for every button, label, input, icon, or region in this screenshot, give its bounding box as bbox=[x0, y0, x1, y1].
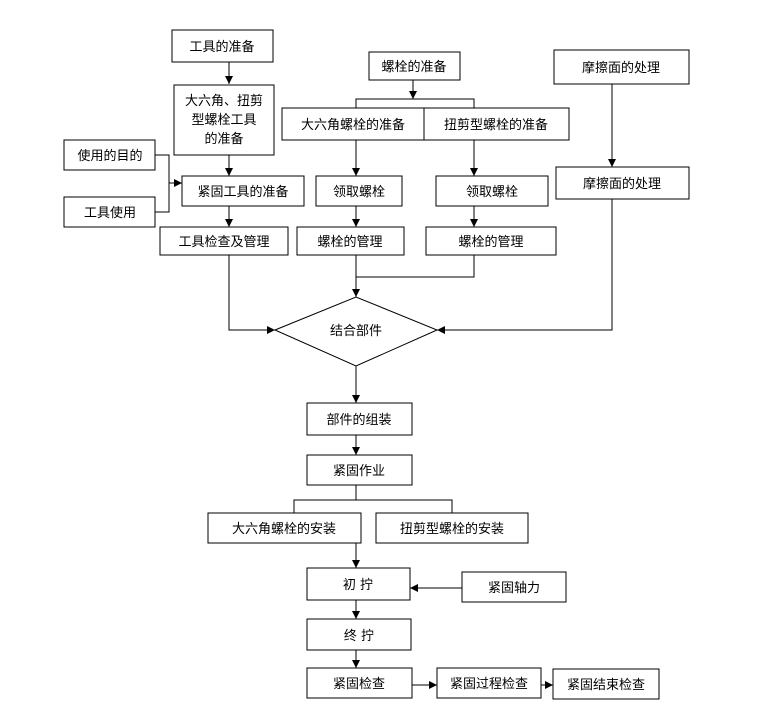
node-tool-use: 工具使用 bbox=[63, 196, 156, 228]
node-final-tighten: 终 拧 bbox=[306, 618, 412, 651]
node-receive-bolt-1: 领取螺栓 bbox=[315, 175, 403, 207]
node-label: 扭剪型螺栓的安装 bbox=[400, 521, 504, 537]
node-hex-bolt-prep: 大六角螺栓的准备 bbox=[281, 107, 425, 141]
node-tighten-axial-force: 紧固轴力 bbox=[461, 571, 567, 603]
node-tool-prep: 工具的准备 bbox=[171, 29, 274, 63]
connector-tool-use bbox=[155, 183, 170, 213]
node-label: 部件的组装 bbox=[326, 412, 391, 428]
node-label: 初 拧 bbox=[343, 578, 373, 593]
node-label: 螺栓的管理 bbox=[317, 234, 382, 250]
bolt-branch-bar bbox=[355, 98, 475, 108]
node-label: 摩擦面的处理 bbox=[583, 176, 661, 192]
node-label: 紧固作业 bbox=[333, 464, 385, 479]
node-label: 大六角螺栓的安装 bbox=[232, 521, 336, 537]
node-label: 领取螺栓 bbox=[466, 185, 518, 200]
node-label: 紧固工具的准备 bbox=[197, 184, 288, 200]
node-label: 终 拧 bbox=[344, 628, 374, 644]
node-process-check: 紧固过程检查 bbox=[436, 667, 542, 699]
node-hex-bolt-install: 大六角螺栓的安装 bbox=[207, 512, 362, 544]
node-friction-treat-1: 摩擦面的处理 bbox=[553, 49, 690, 85]
node-parts-assembly: 部件的组装 bbox=[306, 402, 413, 436]
node-label: 扭剪型螺栓的准备 bbox=[444, 117, 548, 133]
node-label: 摩擦面的处理 bbox=[582, 60, 660, 76]
connectors bbox=[155, 62, 616, 689]
node-bolt-prep: 螺栓的准备 bbox=[368, 51, 461, 81]
arrow-friction-to-joint bbox=[437, 199, 613, 334]
connector-purpose bbox=[155, 154, 170, 183]
node-label: 紧固过程检查 bbox=[450, 677, 528, 692]
install-branch-bar bbox=[293, 499, 453, 513]
node-receive-bolt-2: 领取螺栓 bbox=[435, 175, 549, 207]
node-tightening-work: 紧固作业 bbox=[306, 454, 413, 486]
node-label: 大六角螺栓的准备 bbox=[301, 117, 405, 133]
node-torshear-bolt-install: 扭剪型螺栓的安装 bbox=[375, 512, 529, 544]
node-label: 螺栓的管理 bbox=[458, 234, 523, 250]
node-label: 紧固检查 bbox=[333, 677, 385, 692]
node-label: 工具检查及管理 bbox=[178, 235, 269, 250]
node-end-check: 紧固结束检查 bbox=[552, 668, 660, 700]
node-bolt-manage-2: 螺栓的管理 bbox=[425, 226, 557, 256]
node-label: 紧固轴力 bbox=[488, 581, 540, 596]
node-label-line-2: 型螺栓工具 bbox=[191, 113, 256, 128]
node-tighten-check: 紧固检查 bbox=[306, 667, 413, 699]
node-tighten-tool-prep: 紧固工具的准备 bbox=[181, 175, 305, 207]
node-bolt-tool-prep: 大六角、扭剪 型螺栓工具 的准备 bbox=[173, 84, 275, 156]
node-label-line-1: 大六角、扭剪 bbox=[185, 93, 263, 109]
node-purpose: 使用的目的 bbox=[63, 139, 156, 171]
node-bolt-manage-1: 螺栓的管理 bbox=[296, 226, 405, 256]
node-label: 螺栓的准备 bbox=[381, 59, 446, 75]
connector-manage-2 bbox=[356, 255, 475, 278]
node-label-line-3: 的准备 bbox=[204, 131, 243, 147]
node-label: 工具使用 bbox=[84, 205, 136, 221]
node-initial-tighten: 初 拧 bbox=[306, 567, 411, 601]
node-joint-parts: 结合部件 bbox=[273, 296, 439, 367]
node-tool-check-manage: 工具检查及管理 bbox=[159, 226, 289, 256]
node-label: 紧固结束检查 bbox=[567, 678, 645, 693]
arrow-tool-check-to-joint bbox=[228, 255, 275, 334]
node-label: 工具的准备 bbox=[189, 39, 254, 55]
node-label: 领取螺栓 bbox=[333, 185, 385, 200]
node-label: 结合部件 bbox=[330, 324, 382, 339]
node-label: 使用的目的 bbox=[77, 148, 142, 164]
node-friction-treat-2: 摩擦面的处理 bbox=[555, 166, 690, 200]
node-torshear-bolt-prep: 扭剪型螺栓的准备 bbox=[423, 107, 570, 141]
